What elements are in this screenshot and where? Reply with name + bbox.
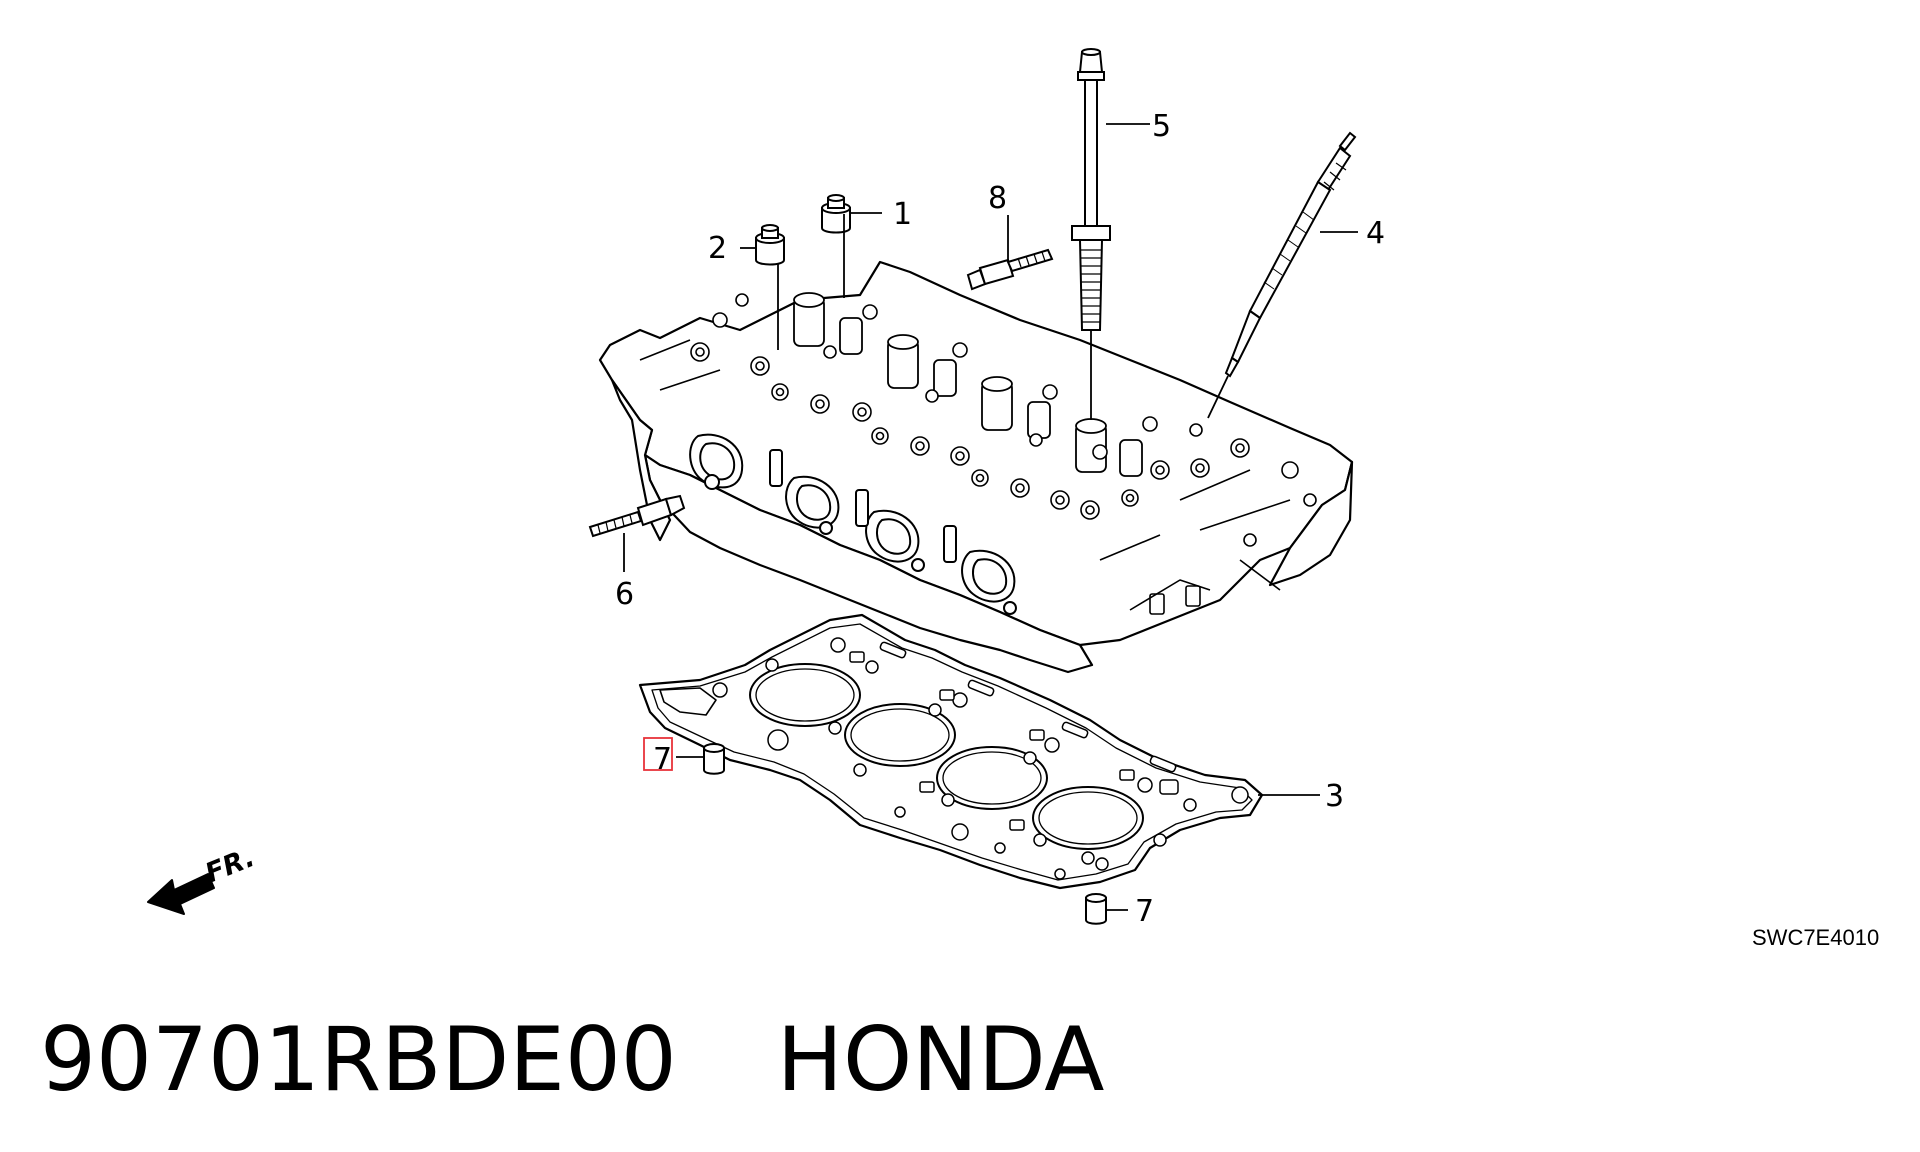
head-gasket xyxy=(638,613,1264,890)
dowel-pin-7a xyxy=(703,743,725,775)
diagram-code: SWC7E4010 xyxy=(1752,925,1879,950)
callout-8[interactable]: 8 xyxy=(988,181,1007,216)
front-direction-indicator: FR. xyxy=(147,842,259,915)
stud-8 xyxy=(966,248,1054,291)
brand-name: HONDA xyxy=(776,1008,1105,1111)
callout-3[interactable]: 3 xyxy=(1325,779,1344,814)
part-number: 90701RBDE00 xyxy=(40,1008,677,1111)
stud-6 xyxy=(588,494,686,538)
part-title: 90701RBDE00 HONDA xyxy=(40,1010,1104,1110)
cap-2 xyxy=(755,224,785,266)
front-arrow-icon xyxy=(147,873,215,915)
callout-2[interactable]: 2 xyxy=(708,231,727,266)
callout-4[interactable]: 4 xyxy=(1366,216,1385,251)
callout-7[interactable]: 7 xyxy=(1135,894,1154,929)
callout-6[interactable]: 6 xyxy=(615,577,634,612)
leader-lines xyxy=(623,123,1358,911)
cylinder-head xyxy=(598,260,1354,674)
callout-7-highlighted[interactable]: 7 xyxy=(653,742,672,777)
glow-plug-4 xyxy=(1224,131,1357,378)
callout-5[interactable]: 5 xyxy=(1152,109,1171,144)
dowel-pin-7b xyxy=(1085,893,1107,925)
front-direction-label: FR. xyxy=(201,842,259,889)
callout-1[interactable]: 1 xyxy=(893,197,912,232)
callout-7-highlight-box xyxy=(643,737,673,771)
head-bolt-5 xyxy=(1071,48,1111,331)
cap-1 xyxy=(821,194,851,234)
